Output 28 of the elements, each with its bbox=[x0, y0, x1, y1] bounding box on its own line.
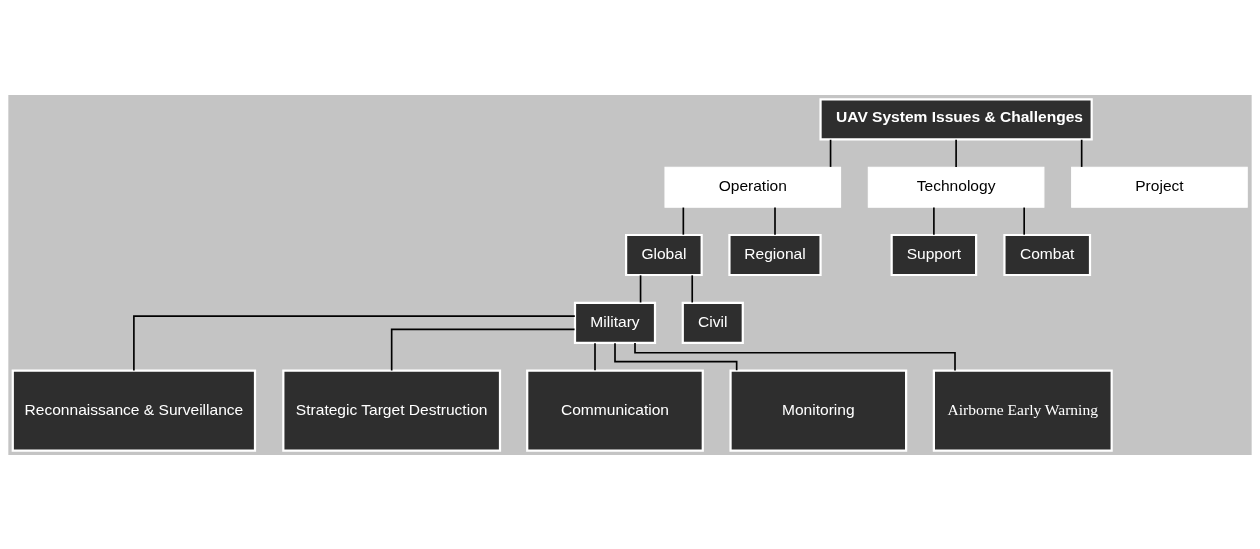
node-box: Strategic Target Destruction bbox=[282, 368, 502, 452]
node-box: Project bbox=[1071, 166, 1248, 208]
node-box: Global bbox=[625, 233, 703, 276]
node-box: Operation bbox=[664, 166, 842, 208]
connector bbox=[1080, 138, 1083, 168]
node-box: Regional bbox=[728, 233, 822, 276]
node-box: Combat bbox=[1003, 233, 1092, 276]
node-box: Reconnaissance & Surveillance bbox=[11, 368, 257, 452]
node-box: Civil bbox=[681, 301, 744, 344]
connector bbox=[682, 206, 685, 235]
connector bbox=[133, 314, 576, 371]
connector bbox=[614, 341, 738, 371]
node-box: Technology bbox=[867, 166, 1045, 208]
connector bbox=[639, 274, 642, 303]
node-box: Communication bbox=[526, 368, 704, 452]
connector bbox=[829, 138, 832, 168]
node-box: UAV System Issues & Challenges bbox=[819, 97, 1093, 141]
connector bbox=[955, 138, 957, 168]
connector bbox=[594, 341, 596, 371]
connector bbox=[1023, 206, 1025, 235]
connector bbox=[933, 206, 935, 235]
connector bbox=[390, 328, 576, 371]
node-box: Military bbox=[573, 301, 657, 344]
node-box: Airborne Early Warning bbox=[932, 368, 1113, 452]
node-box: Monitoring bbox=[729, 368, 908, 452]
connector bbox=[774, 206, 776, 235]
connector bbox=[691, 274, 694, 303]
node-box: Support bbox=[890, 233, 978, 276]
